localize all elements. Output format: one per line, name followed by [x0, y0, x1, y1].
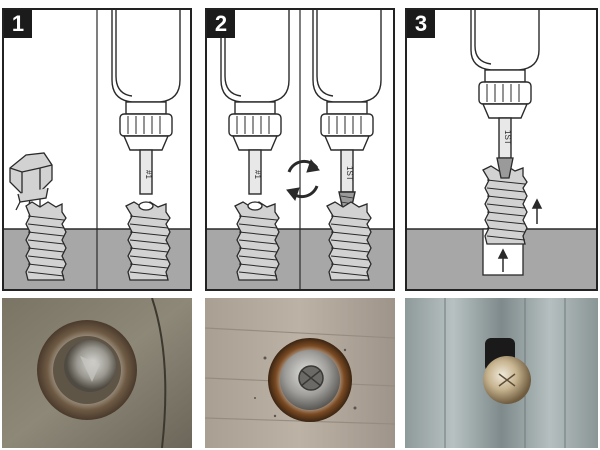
removed-screw-photo-illustration [405, 298, 598, 448]
step-1-illustration: #1 [4, 10, 190, 289]
step-number-badge-1: 1 [4, 10, 32, 38]
step-3-panel: 1ST 3 [405, 8, 598, 291]
extracted-screw [482, 157, 528, 245]
step-number-badge-2: 2 [207, 10, 235, 38]
step-3-illustration: 1ST [407, 10, 596, 289]
rotate-arrows-icon [286, 158, 320, 202]
broken-screw-head-icon [9, 152, 53, 211]
bit-label-step3: 1ST [503, 130, 512, 145]
screw-in-ground [125, 201, 171, 281]
drill-chuck-icon [220, 10, 290, 195]
photo-stripped-screw [2, 298, 192, 448]
step-number-badge-3: 3 [407, 10, 435, 38]
drill-chuck-icon [312, 10, 382, 211]
screw-in-ground [234, 201, 280, 281]
photo-extractor-in-screw [205, 298, 395, 448]
step-1-panel: #1 1 [2, 8, 192, 291]
broken-screw-shank [25, 201, 67, 281]
step-2-panel: #1 1ST 2 [205, 8, 395, 291]
drill-chuck-icon [111, 10, 181, 195]
photo-removed-screw [405, 298, 598, 448]
bit-label-step1: #1 [144, 170, 153, 179]
extractor-photo-illustration [205, 298, 395, 448]
step-2-illustration: #1 1ST [207, 10, 393, 289]
up-arrow-icon [531, 198, 543, 224]
drill-chuck-icon [470, 10, 540, 159]
bit-label-step2-left: #1 [253, 170, 262, 179]
up-arrow-icon [497, 248, 509, 272]
screw-in-ground [326, 201, 372, 281]
bit-label-step2-right: 1ST [345, 166, 354, 181]
stripped-screw-photo-illustration [2, 298, 192, 448]
